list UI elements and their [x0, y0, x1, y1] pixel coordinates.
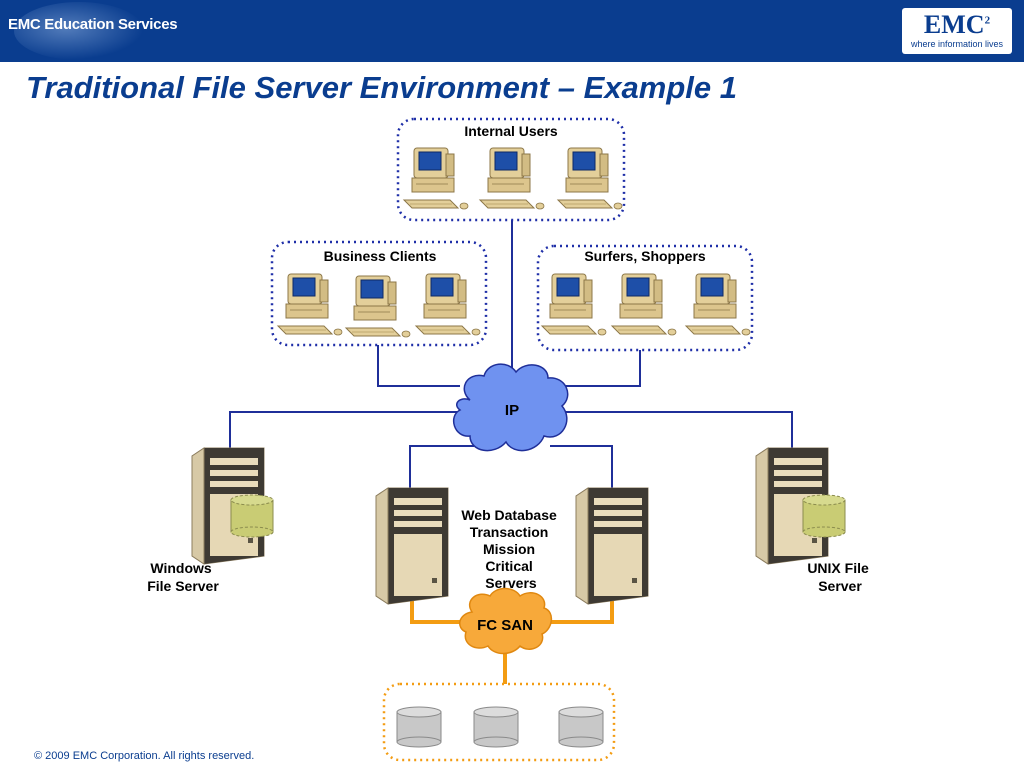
web-db-server-tower-icon [375, 487, 449, 605]
computer-icon [541, 273, 607, 336]
unix-server-label: UNIX File Server [807, 560, 872, 594]
emc-tagline: where information lives [910, 39, 1004, 49]
business-clients-group [270, 240, 488, 347]
computer-icon [611, 273, 677, 336]
web-database-servers-label: Web Database Transaction Mission Critica… [461, 507, 560, 591]
storage-disk-icon [396, 706, 442, 748]
computer-icon [685, 273, 751, 336]
emc-education-services-logo: EMC Education Services [8, 16, 178, 33]
storage-array-group [382, 682, 616, 762]
emc-logo: EMC2 where information lives [902, 8, 1012, 54]
copyright-footer: © 2009 EMC Corporation. All rights reser… [34, 750, 255, 762]
web-db-server-tower-icon [575, 487, 649, 605]
header-bar: EMC Education Services EMC2 where inform… [0, 0, 1024, 62]
globe-graphic [14, 2, 144, 60]
computer-icon [479, 147, 545, 210]
disk-icon [230, 494, 274, 538]
storage-disk-icon [558, 706, 604, 748]
windows-server-label: Windows File Server [147, 560, 219, 594]
fc-san-cloud: FC SAN [459, 587, 553, 655]
storage-disk-icon [473, 706, 519, 748]
internal-users-label: Internal Users [464, 123, 558, 139]
surfers-shoppers-group [536, 244, 754, 352]
business-clients-label: Business Clients [324, 248, 437, 264]
internal-users-group [396, 117, 626, 222]
computer-icon [415, 273, 481, 336]
computer-icon [277, 273, 343, 336]
surfers-shoppers-label: Surfers, Shoppers [584, 248, 706, 264]
ip-label: IP [505, 402, 519, 419]
fc-san-label: FC SAN [477, 617, 533, 634]
computer-icon [345, 275, 411, 338]
disk-icon [802, 494, 846, 538]
ip-cloud: IP [452, 363, 569, 452]
emc-logo-text: EMC2 [923, 10, 991, 39]
lan-connections [229, 220, 793, 490]
computer-icon [403, 147, 469, 210]
slide-title: Traditional File Server Environment – Ex… [26, 70, 737, 105]
computer-icon [557, 147, 623, 210]
